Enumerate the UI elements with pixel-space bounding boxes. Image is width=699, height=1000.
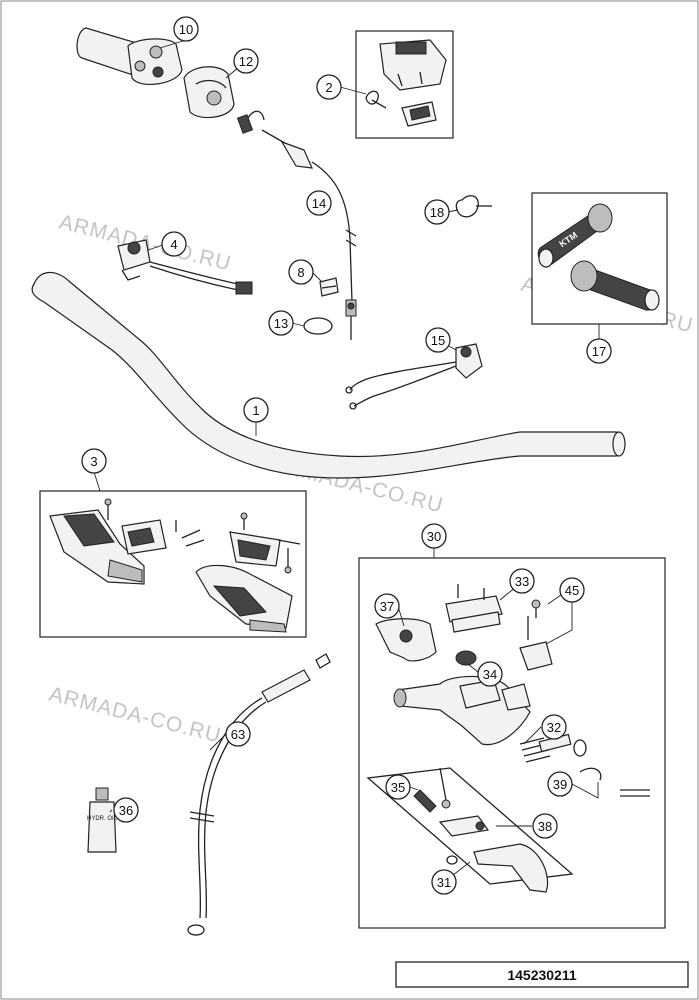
svg-text:10: 10 [179, 22, 193, 37]
svg-text:14: 14 [312, 196, 326, 211]
svg-text:63: 63 [231, 727, 245, 742]
handguard-box [39, 490, 307, 638]
svg-text:33: 33 [515, 574, 529, 589]
callout-12: 12 [233, 48, 259, 74]
callout-13: 13 [268, 310, 294, 336]
svg-text:2: 2 [325, 80, 332, 95]
callout-33: 33 [509, 568, 535, 594]
callout-35: 35 [385, 774, 411, 800]
svg-text:15: 15 [431, 333, 445, 348]
svg-text:4: 4 [170, 237, 177, 252]
callout-4: 4 [161, 231, 187, 257]
clutch-line [187, 653, 331, 936]
callout-30: 30 [421, 523, 447, 549]
callout-63: 63 [225, 721, 251, 747]
wiring-harness [345, 343, 483, 410]
callout-15: 15 [425, 327, 451, 353]
grip-lower [570, 260, 660, 311]
switch-box [355, 30, 454, 139]
svg-text:18: 18 [430, 205, 444, 220]
diagram-code-box: 145230211 [395, 961, 689, 988]
callout-18: 18 [424, 199, 450, 225]
callout-38: 38 [532, 813, 558, 839]
callout-14: 14 [306, 190, 332, 216]
svg-text:13: 13 [274, 316, 288, 331]
svg-text:1: 1 [252, 403, 259, 418]
svg-text:37: 37 [380, 599, 394, 614]
callout-8: 8 [288, 259, 314, 285]
svg-text:12: 12 [239, 54, 253, 69]
svg-text:36: 36 [119, 803, 133, 818]
svg-text:32: 32 [547, 720, 561, 735]
clamp-small [319, 277, 339, 297]
callout-1: 1 [243, 397, 269, 423]
callout-3: 3 [81, 448, 107, 474]
callout-45: 45 [559, 577, 585, 603]
throttle-assembly [76, 27, 183, 85]
callout-10: 10 [173, 16, 199, 42]
clutch-master-box [358, 557, 666, 929]
svg-text:8: 8 [297, 265, 304, 280]
svg-text:17: 17 [592, 344, 606, 359]
diagram-code: 145230211 [507, 967, 577, 983]
throttle-cover [183, 66, 235, 119]
svg-text:3: 3 [90, 454, 97, 469]
callout-36: 36 [113, 797, 139, 823]
callout-32: 32 [541, 714, 567, 740]
handlebar [31, 271, 626, 479]
svg-text:39: 39 [553, 777, 567, 792]
watermark: ARMADA-CO.RU [47, 683, 224, 748]
o-ring [303, 317, 333, 335]
svg-text:35: 35 [391, 780, 405, 795]
callouts: 10 12 2 4 14 18 8 13 15 17 1 3 30 33 45 … [81, 16, 612, 895]
start-cable [236, 110, 357, 340]
callout-31: 31 [431, 869, 457, 895]
svg-text:31: 31 [437, 875, 451, 890]
svg-text:34: 34 [483, 667, 497, 682]
callout-2: 2 [316, 74, 342, 100]
grip-upper: KTM [537, 203, 613, 268]
callout-17: 17 [586, 338, 612, 364]
grips-box: KTM [531, 192, 668, 325]
callout-37: 37 [374, 593, 400, 619]
callout-39: 39 [547, 771, 573, 797]
svg-text:38: 38 [538, 819, 552, 834]
oil-bottle: HYDR. OIL [87, 787, 118, 853]
callout-34: 34 [477, 661, 503, 687]
svg-text:45: 45 [565, 583, 579, 598]
bottle-label: HYDR. OIL [87, 816, 118, 822]
cable-clip [455, 195, 492, 218]
kill-switch [117, 239, 253, 295]
svg-text:30: 30 [427, 529, 441, 544]
